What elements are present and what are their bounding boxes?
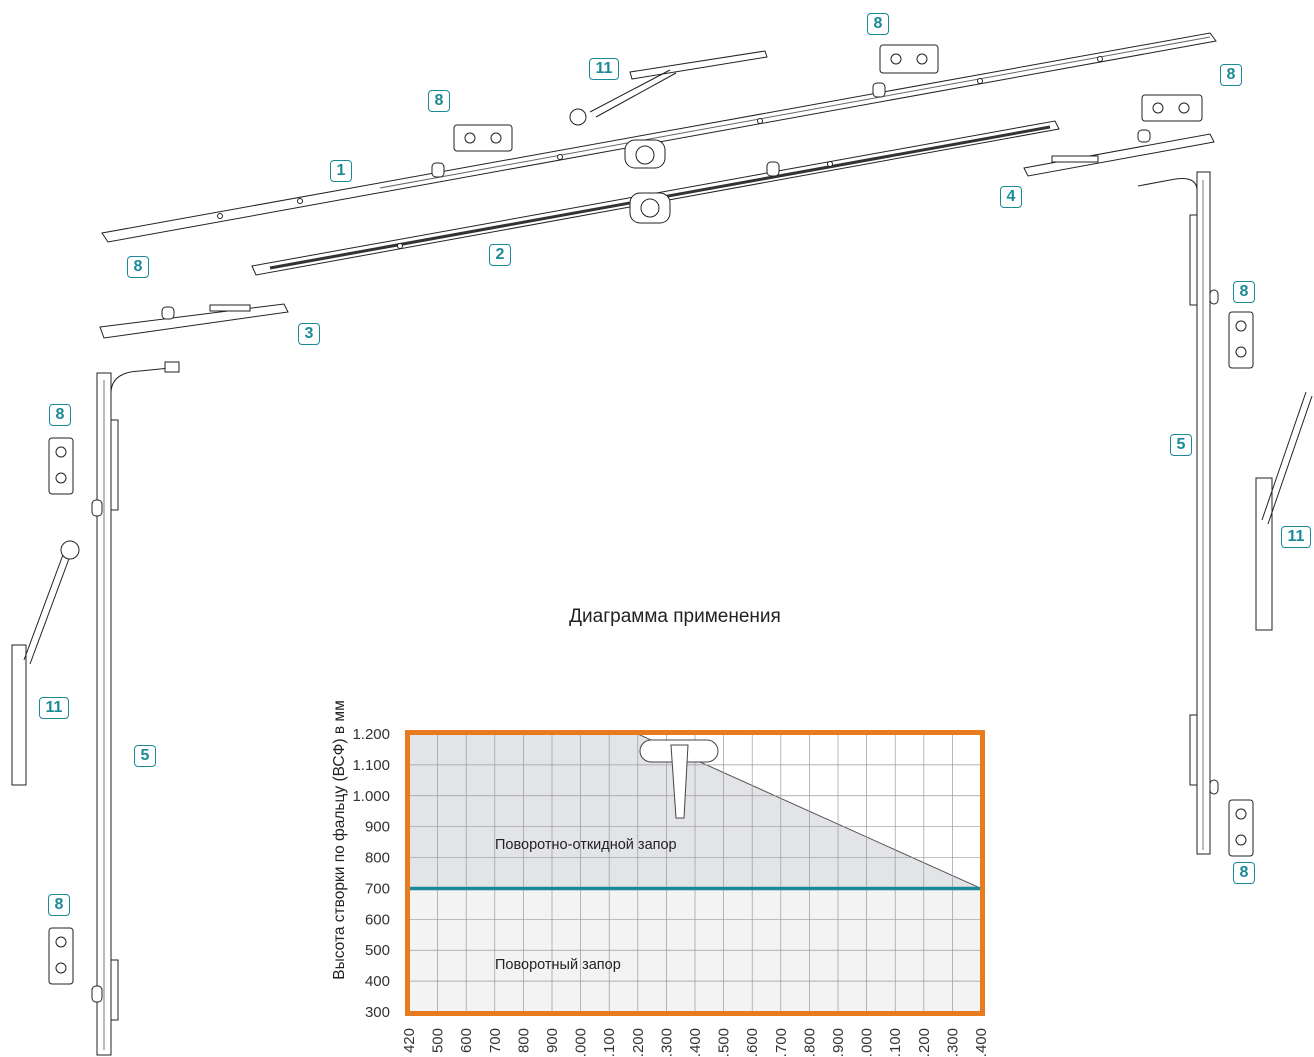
x-tick-label: 1.200 <box>630 1028 647 1057</box>
chart-frame <box>405 730 985 1016</box>
x-tick-label: 2.300 <box>944 1028 961 1057</box>
x-tick-label: 2.400 <box>973 1028 990 1057</box>
keeper-parts <box>48 44 1254 985</box>
y-tick-label: 300 <box>365 1004 390 1021</box>
x-tick-label: 1.500 <box>716 1028 733 1057</box>
callout-8-right-upper: 8 <box>1233 281 1255 303</box>
callout-3: 3 <box>298 323 320 345</box>
y-tick-label: 1.000 <box>352 788 390 805</box>
callout-8-left-rod-top: 8 <box>127 256 149 278</box>
x-tick-label: 700 <box>487 1028 504 1053</box>
callout-5-left: 5 <box>134 745 156 767</box>
window-handle-icon <box>639 739 719 819</box>
x-tick-label: 900 <box>544 1028 561 1053</box>
callout-8-top: 8 <box>867 13 889 35</box>
callout-11-right: 11 <box>1281 526 1311 548</box>
vertical-rod-left <box>91 361 180 1056</box>
diagram-title: Диаграмма применения <box>569 606 781 627</box>
y-tick-label: 600 <box>365 911 390 928</box>
y-tick-label: 900 <box>365 819 390 836</box>
callout-8-right-lower: 8 <box>1233 862 1255 884</box>
stay-arm-top <box>569 50 768 126</box>
turn-region-label: Поворотный запор <box>495 957 621 973</box>
callout-5-right: 5 <box>1170 434 1192 456</box>
x-tick-label: 800 <box>515 1028 532 1053</box>
x-tick-label: 600 <box>458 1028 475 1053</box>
x-tick-label: 1.600 <box>744 1028 761 1057</box>
y-tick-label: 800 <box>365 850 390 867</box>
callout-8-left-lower: 8 <box>48 894 70 916</box>
callout-8-top-center: 8 <box>428 90 450 112</box>
vertical-rod-right <box>1137 171 1219 855</box>
tilt-turn-region-label: Поворотно-откидной запор <box>495 837 677 853</box>
callout-11-left: 11 <box>39 697 69 719</box>
connecting-rod-top <box>101 32 1217 243</box>
x-tick-label: 1.400 <box>687 1028 704 1057</box>
callout-4: 4 <box>1000 186 1022 208</box>
callout-1: 1 <box>330 160 352 182</box>
x-tick-label: 1.300 <box>658 1028 675 1057</box>
x-tick-label: 1.100 <box>601 1028 618 1057</box>
y-tick-label: 400 <box>365 973 390 990</box>
callout-11-top: 11 <box>589 58 619 80</box>
stay-arm-left <box>11 540 80 786</box>
x-tick-label: 1.800 <box>801 1028 818 1057</box>
y-axis-title: Высота створки по фальцу (ВСФ) в мм <box>331 700 348 980</box>
corner-drive-right <box>1023 129 1215 177</box>
y-tick-label: 1.200 <box>352 726 390 743</box>
connecting-rod-middle <box>251 120 1060 276</box>
callout-8-left-upper: 8 <box>49 404 71 426</box>
stay-arm-right <box>1255 391 1313 631</box>
x-tick-label: 2.000 <box>859 1028 876 1057</box>
x-tick-label: 2.200 <box>916 1028 933 1057</box>
x-tick-label: 1.900 <box>830 1028 847 1057</box>
callout-8-top-right: 8 <box>1220 64 1242 86</box>
x-tick-label: 500 <box>430 1028 447 1053</box>
y-tick-label: 700 <box>365 880 390 897</box>
callout-2: 2 <box>489 244 511 266</box>
corner-drive-left <box>99 303 289 339</box>
application-chart: Поворотно-откидной запор Поворотный запо… <box>352 726 990 1057</box>
x-tick-label: 420 <box>401 1028 418 1053</box>
y-tick-label: 500 <box>365 942 390 959</box>
x-tick-label: 1.700 <box>773 1028 790 1057</box>
x-tick-label: 1.000 <box>573 1028 590 1057</box>
x-tick-label: 2.100 <box>887 1028 904 1057</box>
y-tick-label: 1.100 <box>352 757 390 774</box>
